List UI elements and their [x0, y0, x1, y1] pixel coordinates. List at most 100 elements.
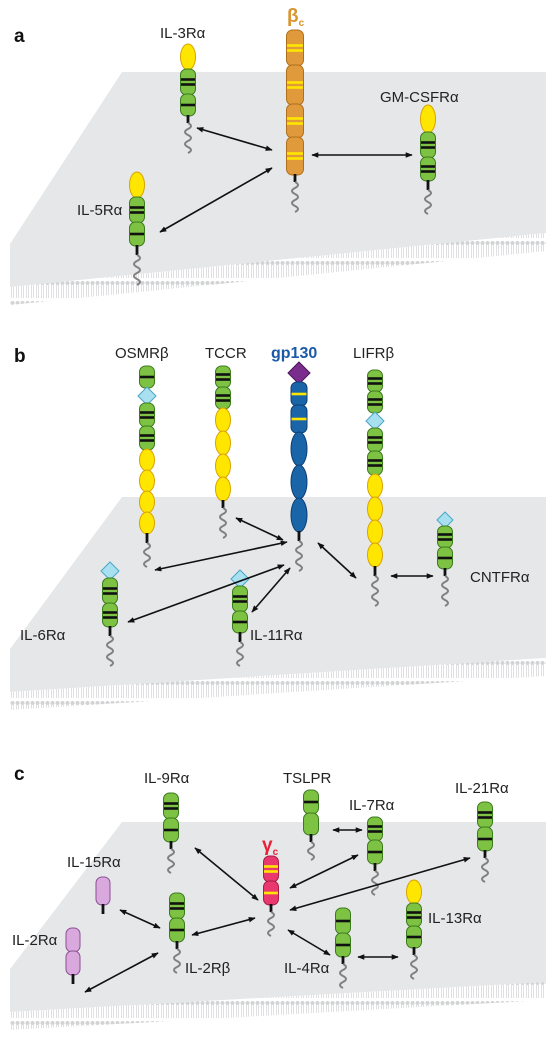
intracellular-tail — [441, 575, 449, 607]
label-lifrb: LIFRβ — [353, 345, 395, 362]
transmembrane-stem — [186, 115, 190, 123]
label-beta-c-sub: c — [299, 18, 305, 29]
domain-segment — [129, 171, 145, 199]
transmembrane-stem — [221, 500, 225, 508]
receptor-il15ra — [95, 876, 111, 914]
transmembrane-stem — [175, 941, 179, 949]
domain-segment — [139, 402, 155, 428]
arrow-il2rb-gammac — [191, 916, 256, 937]
domain-stripe — [368, 459, 382, 462]
domain-segment — [367, 450, 383, 476]
label-il11ra: IL-11Rα — [250, 627, 303, 644]
domain-stripe — [478, 811, 492, 814]
intracellular-tail — [184, 122, 192, 154]
transmembrane-stem — [297, 531, 301, 541]
domain-segment — [367, 473, 383, 499]
transmembrane-stem — [169, 841, 173, 849]
label-il2rb: IL-2Rβ — [185, 960, 231, 977]
domain-segment — [215, 407, 231, 433]
label-gamma-c-main: γ — [262, 835, 273, 856]
intracellular-tail — [295, 540, 303, 572]
panel-label-c: c — [14, 764, 25, 785]
domain-stripe — [130, 232, 144, 236]
transmembrane-stem — [135, 245, 139, 255]
domain-segment — [290, 497, 308, 533]
panel-label-a: a — [14, 26, 25, 47]
domain-stripe — [140, 411, 154, 414]
intracellular-tail — [424, 189, 432, 215]
receptor-il21ra — [477, 801, 493, 883]
receptor-lifrb — [365, 369, 385, 607]
domain-stripe — [103, 587, 117, 590]
domain-stripe — [216, 394, 230, 397]
domain-stripe — [233, 595, 247, 598]
receptor-il2ra — [65, 927, 81, 984]
domain-stripe — [233, 600, 247, 603]
domain-stripe — [140, 416, 154, 419]
domain-stripe — [164, 807, 178, 810]
receptor-il9ra — [163, 792, 179, 874]
arrows-panel-a — [159, 127, 413, 233]
domain-stripe — [130, 206, 144, 209]
domain-stripe — [216, 399, 230, 402]
domain-segment — [65, 950, 81, 976]
transmembrane-stem — [373, 566, 377, 576]
label-cntfra: CNTFRα — [470, 569, 530, 586]
label-gamma-c: γc — [262, 835, 279, 858]
domain-stripe — [287, 49, 303, 52]
domain-stripe — [368, 850, 382, 854]
domain-segment — [477, 801, 493, 829]
intracellular-tail — [106, 635, 114, 667]
domain-segment — [102, 577, 118, 605]
domain-stripe — [103, 611, 117, 614]
transmembrane-stem — [71, 974, 75, 984]
domain-segment — [180, 68, 196, 96]
domain-stripe — [264, 865, 278, 868]
domain-stripe — [233, 620, 247, 624]
domain-segment — [367, 496, 383, 522]
domain-stripe — [421, 165, 435, 168]
domain-segment — [139, 425, 155, 451]
label-il13ra: IL-13Rα — [428, 910, 482, 927]
receptor-gamma-c — [263, 855, 279, 937]
domain-stripe — [287, 117, 303, 120]
domain-segment — [367, 369, 383, 393]
domain-stripe — [368, 377, 382, 380]
domain-stripe — [407, 935, 421, 939]
domain-stripe — [291, 417, 307, 421]
domain-segment — [420, 156, 436, 182]
domain-stripe — [304, 800, 318, 804]
label-osmrb: OSMRβ — [115, 345, 169, 362]
domain-segment — [215, 365, 231, 389]
intracellular-tail — [167, 848, 175, 874]
domain-segment — [290, 464, 308, 500]
arrow-gammac-il4ra — [287, 929, 331, 956]
domain-segment — [406, 879, 422, 905]
label-il21ra: IL-21Rα — [455, 780, 509, 797]
transmembrane-stem — [483, 850, 487, 858]
domain-stripe — [287, 157, 303, 160]
domain-stripe — [216, 378, 230, 381]
transmembrane-stem — [426, 180, 430, 190]
label-il5ra: IL-5Rα — [77, 202, 123, 219]
domain-stripe — [287, 86, 303, 89]
domain-stripe — [264, 870, 278, 873]
domain-segment — [286, 103, 304, 139]
domain-segment — [286, 136, 304, 176]
domain-segment — [303, 812, 319, 836]
arrow-gp130-lifrb — [317, 542, 357, 579]
domain-segment — [290, 431, 308, 467]
domain-segment — [180, 43, 196, 71]
arrow-il15ra-il2rb — [119, 909, 161, 929]
arrows-panel-b — [127, 517, 434, 623]
domain-stripe — [170, 902, 184, 905]
label-il2ra: IL-2Rα — [12, 932, 58, 949]
receptor-cntfra — [436, 511, 454, 607]
domain-stripe — [438, 533, 452, 536]
label-il6ra: IL-6Rα — [20, 627, 66, 644]
receptor-il6ra — [100, 561, 120, 667]
intracellular-tail — [236, 641, 244, 667]
domain-stripe — [368, 464, 382, 467]
domain-segment — [139, 448, 155, 472]
intracellular-tail — [133, 254, 141, 286]
